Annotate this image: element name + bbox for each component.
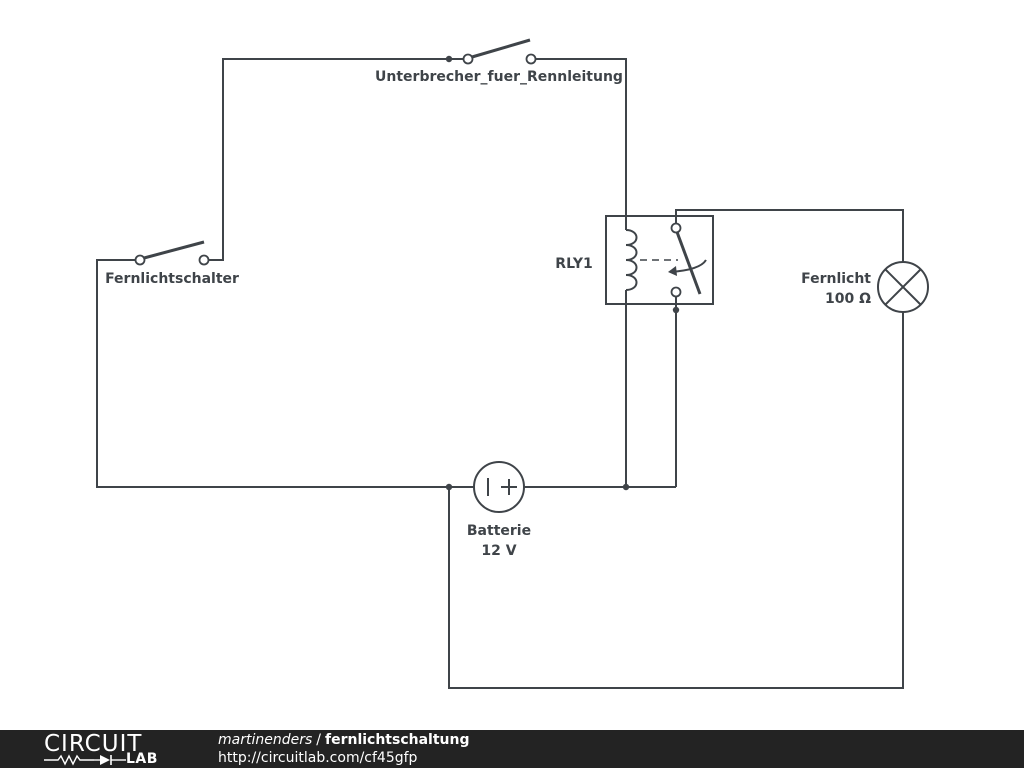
switch-terminal	[198, 254, 210, 266]
battery-value: 12 V	[481, 543, 516, 559]
switch-unterbrecher-label: Unterbrecher_fuer_Rennleitung	[375, 69, 623, 85]
relay-contact-terminal	[670, 222, 682, 234]
switch-unterbrecher[interactable]: Unterbrecher_fuer_Rennleitung	[375, 38, 623, 85]
logo-waveform-icon	[44, 754, 126, 766]
wire-top-to-relay-coil	[531, 58, 627, 216]
battery-icon	[473, 461, 525, 513]
lamp-label: Fernlicht	[801, 271, 871, 287]
circuit-schematic: Unterbrecher_fuer_Rennleitung Fernlichts…	[96, 38, 929, 689]
logo-lab-text: LAB	[126, 751, 158, 767]
relay-coil	[625, 229, 638, 291]
lamp-cross	[884, 268, 922, 306]
footer-bar: CIRCUIT LAB martinenders/fernlichtschalt…	[0, 730, 1024, 768]
logo-circuit-text: CIRCUIT	[44, 731, 143, 757]
wire-switch-left-to-top	[204, 58, 468, 261]
relay-rly1[interactable]: RLY1	[555, 215, 714, 310]
wire-left-loop	[96, 259, 449, 488]
footer-author-link[interactable]: martinenders	[218, 732, 313, 748]
wire-relay-contact-to-lamp	[675, 209, 904, 262]
switch-fernlichtschalter-label: Fernlichtschalter	[105, 271, 239, 287]
switch-lever	[143, 240, 205, 260]
lamp-value: 100 Ω	[825, 291, 871, 307]
junction-dot	[622, 483, 630, 491]
switch-lever	[471, 38, 531, 59]
switch-terminal	[134, 254, 146, 266]
footer-separator: /	[316, 732, 321, 748]
footer-project-name[interactable]: fernlichtschaltung	[324, 732, 470, 748]
lamp-fernlicht[interactable]: Fernlicht 100 Ω	[801, 261, 929, 313]
switch-fernlichtschalter[interactable]: Fernlichtschalter	[105, 240, 239, 287]
relay-armature	[675, 231, 702, 295]
battery-label: Batterie	[467, 523, 531, 539]
switch-terminal	[525, 53, 537, 65]
lamp-icon	[877, 261, 929, 313]
relay-arrow-head	[668, 266, 677, 276]
footer-title-line: martinenders/fernlichtschaltung	[218, 731, 470, 749]
footer-url-link[interactable]: http://circuitlab.com/cf45gfp	[218, 750, 418, 766]
relay-body	[605, 215, 714, 305]
wire-lamp-to-bottom	[448, 312, 904, 689]
junction-dot	[445, 483, 453, 491]
junctions	[445, 55, 680, 491]
circuitlab-logo[interactable]: CIRCUIT LAB	[44, 732, 184, 766]
relay-label: RLY1	[555, 256, 592, 272]
relay-contact-terminal	[670, 286, 682, 298]
battery-batterie[interactable]: Batterie 12 V	[467, 461, 531, 559]
wires	[96, 58, 904, 689]
junction-dot	[445, 55, 453, 63]
switch-terminal	[462, 53, 474, 65]
